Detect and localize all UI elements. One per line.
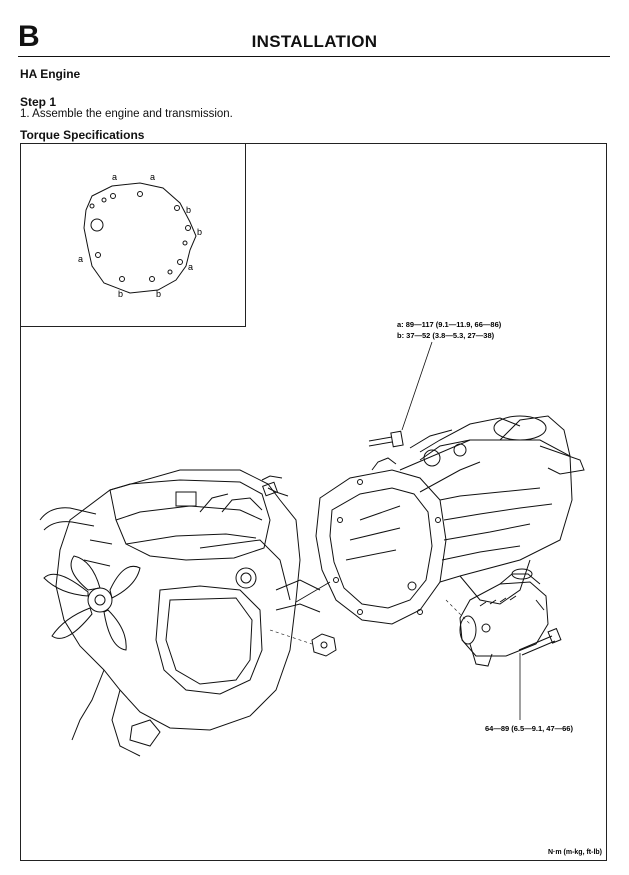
step-heading: Step 1 <box>20 95 57 109</box>
page-title: INSTALLATION <box>251 32 378 51</box>
header-rule <box>18 56 610 57</box>
assembly-guide-lines <box>269 599 471 645</box>
inset-bolt-label: b <box>197 227 202 237</box>
inset-bolt-label: b <box>186 205 191 215</box>
figure-frame <box>20 143 607 861</box>
intake-hose <box>39 475 289 531</box>
starter-bolt <box>518 627 562 656</box>
inset-frame <box>20 143 246 327</box>
engine-heading: HA Engine <box>20 67 81 81</box>
transmission <box>315 415 585 625</box>
inset-bolt-label: a <box>78 254 83 264</box>
mounting-nut <box>311 633 337 657</box>
inset-bolt-label: b <box>156 289 161 299</box>
inset-bolt-label: a <box>188 262 193 272</box>
torque-spec-a: a: 89—117 (9.1—11.9, 66—86) <box>397 320 502 329</box>
inset-bolt-label: a <box>150 172 155 182</box>
leader-line <box>401 341 433 431</box>
inset-bolt-label: a <box>112 172 117 182</box>
torque-heading: Torque Specifications <box>20 128 145 142</box>
inset-bolt-label: b <box>118 289 123 299</box>
bell-housing-bolt <box>368 430 404 448</box>
torque-spec-starter: 64—89 (6.5—9.1, 47—66) <box>485 724 573 733</box>
starter-motor <box>459 568 549 667</box>
cooling-fan <box>43 555 141 651</box>
torque-spec-b: b: 37—52 (3.8—5.3, 27—38) <box>397 331 495 340</box>
section-letter: B <box>18 20 40 53</box>
leader-line <box>295 581 331 603</box>
units-note: N·m (m-kg, ft-lb) <box>548 849 602 856</box>
bell-housing-outline <box>83 182 197 294</box>
step-instruction: 1. Assemble the engine and transmission. <box>20 108 233 120</box>
engine-block <box>55 469 321 757</box>
